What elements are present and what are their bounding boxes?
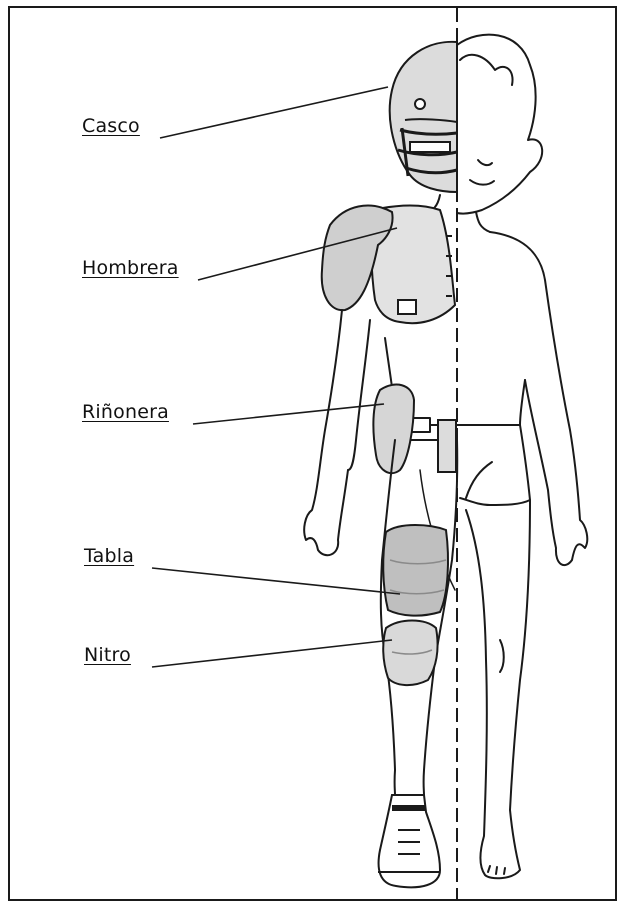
label-casco: Casco [82,115,140,137]
helmet [390,42,457,192]
label-tabla: Tabla [84,545,134,567]
arm-left [304,310,370,555]
leader-rinonera [193,404,384,424]
shoe [378,795,440,887]
shin-guard [383,525,448,616]
label-rinonera: Riñonera [82,401,169,423]
knee-pad [383,621,437,686]
leader-casco [160,87,388,138]
child-unprotected-half [457,35,587,879]
leg-left [381,440,457,795]
label-nitro: Nitro [84,644,131,666]
leader-nitro [152,640,392,667]
label-hombrera: Hombrera [82,257,179,279]
shoulder-pad [322,205,455,323]
leader-tabla [152,568,400,594]
